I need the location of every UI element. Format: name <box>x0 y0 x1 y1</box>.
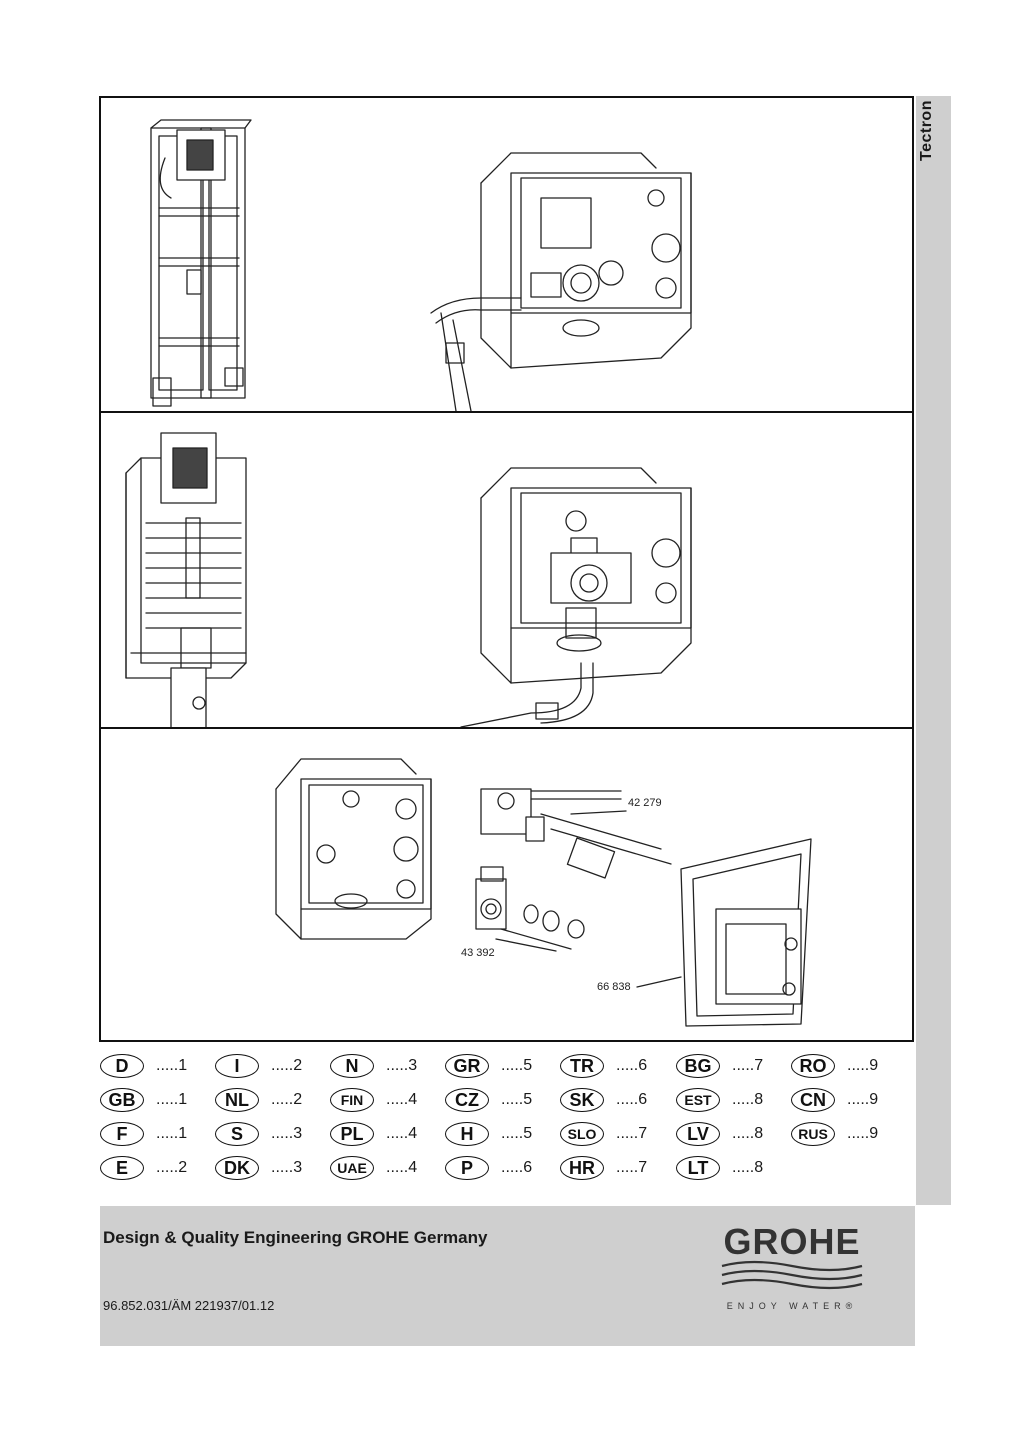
language-code: GR <box>445 1054 489 1078</box>
document-code: 96.852.031/ÄM 221937/01.12 <box>103 1298 275 1313</box>
illustration-frame: 42 279 43 392 66 838 <box>99 96 914 1042</box>
language-page: .....6 <box>616 1057 648 1074</box>
language-page: .....3 <box>386 1057 418 1074</box>
language-code: RO <box>791 1054 835 1078</box>
language-code: FIN <box>330 1088 374 1112</box>
language-code: F <box>100 1122 144 1146</box>
language-code: PL <box>330 1122 374 1146</box>
part-number-module: 42 279 <box>628 797 662 809</box>
language-code: NL <box>215 1088 259 1112</box>
language-code: D <box>100 1054 144 1078</box>
language-code: CZ <box>445 1088 489 1112</box>
language-code: TR <box>560 1054 604 1078</box>
language-code: N <box>330 1054 374 1078</box>
language-code: HR <box>560 1156 604 1180</box>
wall-frame-illustration <box>150 119 252 407</box>
language-code: LT <box>676 1156 720 1180</box>
language-page: .....6 <box>616 1091 648 1108</box>
language-page: .....7 <box>616 1125 648 1142</box>
electronics-module-exploded-illustration <box>480 788 672 879</box>
language-page: .....6 <box>501 1159 533 1176</box>
language-code: CN <box>791 1088 835 1112</box>
logo-waves-icon <box>721 1260 863 1290</box>
language-code: I <box>215 1054 259 1078</box>
language-page: .....9 <box>847 1057 879 1074</box>
language-page: .....4 <box>386 1125 418 1142</box>
language-code: E <box>100 1156 144 1180</box>
language-page: .....1 <box>156 1057 188 1074</box>
language-page: .....5 <box>501 1125 533 1142</box>
footer-title: Design & Quality Engineering GROHE Germa… <box>103 1228 488 1247</box>
module-install-drawing <box>125 432 692 727</box>
language-code: SLO <box>560 1122 604 1146</box>
language-page: .....8 <box>732 1125 764 1142</box>
language-page: .....3 <box>271 1159 303 1176</box>
language-page: .....1 <box>156 1125 188 1142</box>
language-page: .....8 <box>732 1159 764 1176</box>
install-box-illustration <box>430 152 692 411</box>
language-code: H <box>445 1122 489 1146</box>
language-code: P <box>445 1156 489 1180</box>
footer: Design & Quality Engineering GROHE Germa… <box>100 1206 915 1346</box>
language-code: RUS <box>791 1122 835 1146</box>
language-code: LV <box>676 1122 720 1146</box>
language-page: .....4 <box>386 1159 418 1176</box>
logo-wordmark: GROHE <box>723 1221 861 1262</box>
language-code: UAE <box>330 1156 374 1180</box>
install-box-with-valve-illustration <box>460 467 692 727</box>
language-page: .....7 <box>616 1159 648 1176</box>
panel-wall-frame-install <box>101 98 912 413</box>
language-page: .....3 <box>271 1125 303 1142</box>
frame-install-drawing <box>150 119 692 411</box>
language-page: .....9 <box>847 1091 879 1108</box>
language-page: .....2 <box>271 1057 303 1074</box>
part-number-cover: 66 838 <box>597 981 631 993</box>
cover-plate-illustration <box>636 838 812 1027</box>
part-number-valve: 43 392 <box>461 947 495 959</box>
language-page: .....5 <box>501 1057 533 1074</box>
panel-module-install <box>101 413 912 729</box>
language-code: DK <box>215 1156 259 1180</box>
valve-body-exploded-illustration <box>475 866 585 952</box>
side-title: Tectron <box>918 100 935 161</box>
module-frame-illustration <box>125 432 247 727</box>
language-code: EST <box>676 1088 720 1112</box>
empty-install-box-illustration <box>275 758 432 940</box>
language-page: .....8 <box>732 1091 764 1108</box>
language-page: .....4 <box>386 1091 418 1108</box>
language-page: .....2 <box>271 1091 303 1108</box>
language-page: .....5 <box>501 1091 533 1108</box>
side-bar <box>916 96 951 1205</box>
language-page: .....1 <box>156 1091 188 1108</box>
language-code: GB <box>100 1088 144 1112</box>
language-code: BG <box>676 1054 720 1078</box>
language-code: S <box>215 1122 259 1146</box>
parts-overview-drawing <box>275 758 812 1027</box>
language-page: .....7 <box>732 1057 764 1074</box>
logo-tagline: ENJOY WATER® <box>726 1301 858 1311</box>
language-code: SK <box>560 1088 604 1112</box>
panel-parts-overview: 42 279 43 392 66 838 <box>101 729 912 1040</box>
language-page: .....2 <box>156 1159 188 1176</box>
grohe-logo: GROHE ENJOY WATER® <box>712 1224 872 1311</box>
language-page: .....9 <box>847 1125 879 1142</box>
